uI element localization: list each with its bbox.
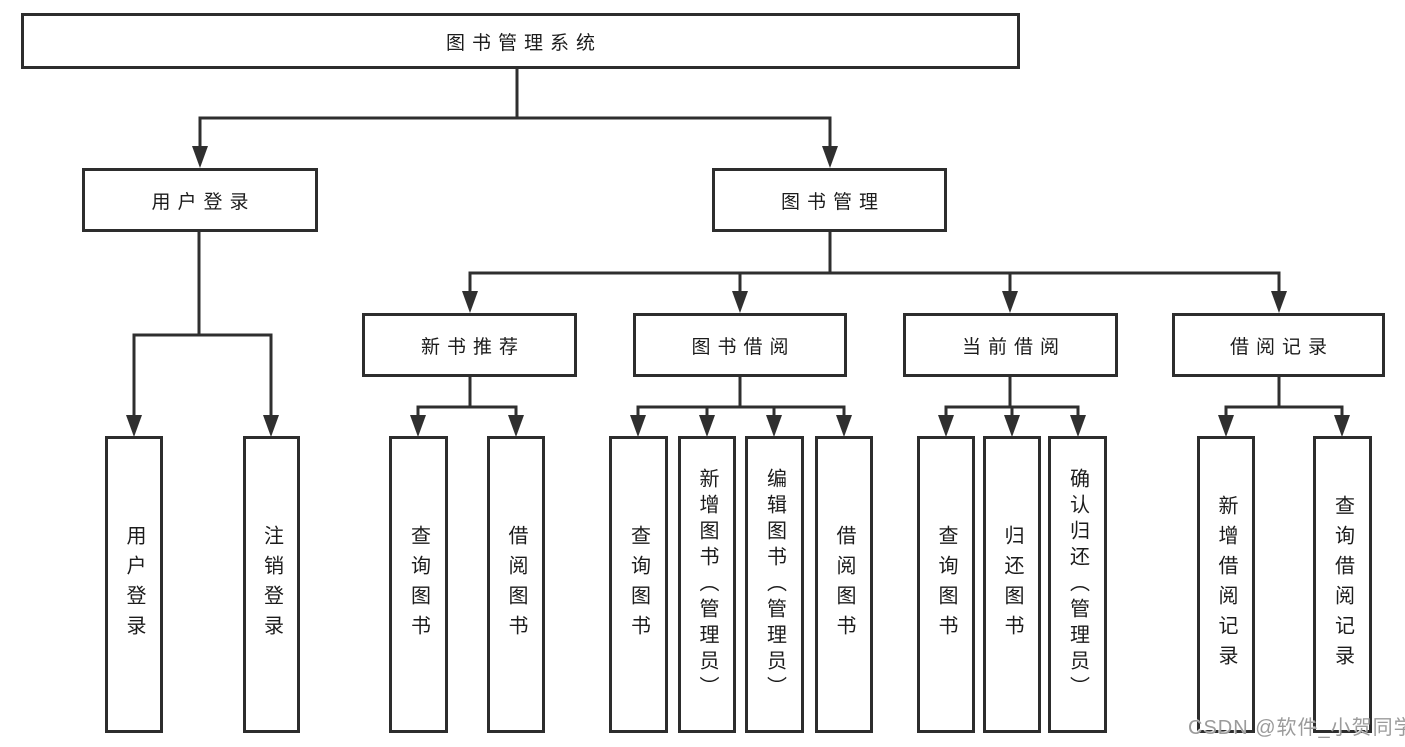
connector-root-split xyxy=(192,69,838,168)
leaf-user-login: 用户登录 xyxy=(105,436,163,733)
leaf-add-book-admin: 新增图书（管理员） xyxy=(678,436,736,733)
leaf-query-books-current: 查询图书 xyxy=(917,436,975,733)
node-book-borrow-label: 图书借阅 xyxy=(691,336,796,358)
leaf-borrow-books-label: 借阅图书 xyxy=(833,524,855,645)
leaf-query-borrow-record-label: 查询借阅记录 xyxy=(1331,494,1354,675)
node-current-borrow-label: 当前借阅 xyxy=(961,336,1066,358)
leaf-confirm-return-admin: 确认归还（管理员） xyxy=(1048,436,1107,733)
node-book-management: 图书管理 xyxy=(712,168,947,232)
node-book-management-label: 图书管理 xyxy=(780,191,885,213)
leaf-query-books-recommend-label: 查询图书 xyxy=(407,524,430,645)
connector-user-login-split xyxy=(126,232,279,437)
csdn-watermark: CSDN @软件_小贺同学 xyxy=(1188,717,1405,739)
node-user-login: 用户登录 xyxy=(82,168,318,232)
node-borrow-records: 借阅记录 xyxy=(1172,313,1385,377)
leaf-confirm-return-admin-label: 确认归还（管理员） xyxy=(1066,467,1089,702)
leaf-borrow-books-recommend-label: 借阅图书 xyxy=(505,524,527,645)
leaf-borrow-books: 借阅图书 xyxy=(815,436,873,733)
connector-borrow-records-split xyxy=(1218,377,1350,437)
leaf-query-books-recommend: 查询图书 xyxy=(389,436,448,733)
leaf-query-borrow-record: 查询借阅记录 xyxy=(1313,436,1372,733)
leaf-return-books: 归还图书 xyxy=(983,436,1041,733)
leaf-add-borrow-record: 新增借阅记录 xyxy=(1197,436,1255,733)
connector-new-book-recommend-split xyxy=(410,377,524,437)
leaf-user-login-label: 用户登录 xyxy=(123,524,145,645)
leaf-edit-book-admin: 编辑图书（管理员） xyxy=(745,436,804,733)
node-new-book-recommend: 新书推荐 xyxy=(362,313,577,377)
connector-current-borrow-split xyxy=(938,377,1086,437)
node-root-system-label: 图书管理系统 xyxy=(445,32,602,54)
leaf-query-books-borrow: 查询图书 xyxy=(609,436,668,733)
leaf-logout: 注销登录 xyxy=(243,436,300,733)
leaf-edit-book-admin-label: 编辑图书（管理员） xyxy=(763,467,786,702)
leaf-logout-label: 注销登录 xyxy=(260,524,283,645)
connector-book-management-split xyxy=(462,232,1287,313)
leaf-query-books-borrow-label: 查询图书 xyxy=(627,524,650,645)
leaf-add-book-admin-label: 新增图书（管理员） xyxy=(696,467,718,702)
connector-book-borrow-split xyxy=(630,377,852,437)
leaf-add-borrow-record-label: 新增借阅记录 xyxy=(1215,494,1237,675)
leaf-borrow-books-recommend: 借阅图书 xyxy=(487,436,545,733)
node-borrow-records-label: 借阅记录 xyxy=(1229,336,1334,358)
leaf-query-books-current-label: 查询图书 xyxy=(935,524,957,645)
node-root-system: 图书管理系统 xyxy=(21,13,1020,69)
leaf-return-books-label: 归还图书 xyxy=(1001,524,1023,645)
node-new-book-recommend-label: 新书推荐 xyxy=(420,336,525,358)
node-user-login-label: 用户登录 xyxy=(151,191,256,213)
node-current-borrow: 当前借阅 xyxy=(903,313,1118,377)
node-book-borrow: 图书借阅 xyxy=(633,313,847,377)
